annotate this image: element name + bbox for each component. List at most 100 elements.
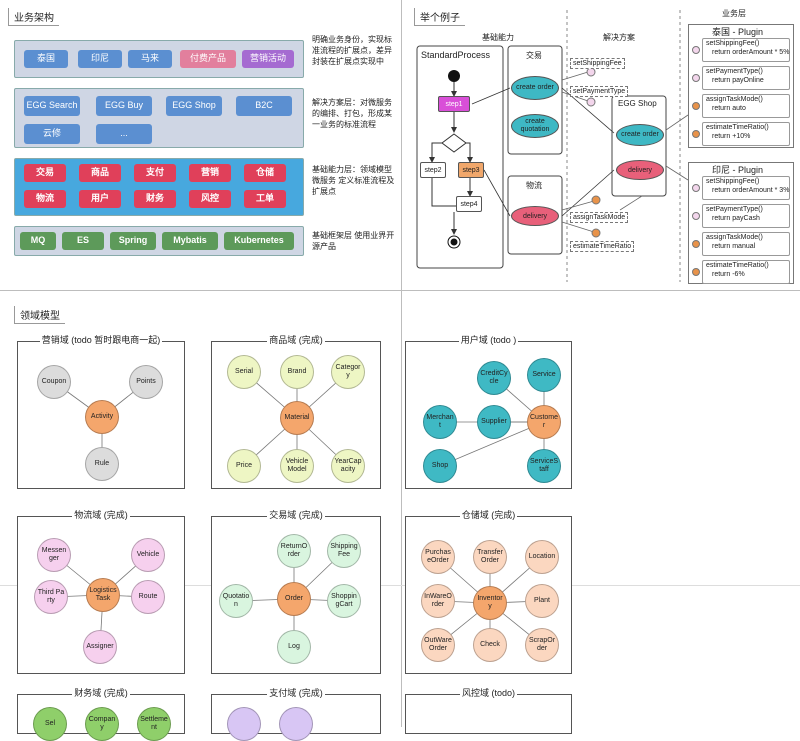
domain-node: PurchaseOrder (421, 540, 455, 574)
domain-center-node: Customer (527, 405, 561, 439)
domain-node: Coupon (37, 365, 71, 399)
thai_plugin-method: setPaymentType() (706, 68, 763, 75)
framework-chip: Mybatis (162, 232, 218, 250)
indo_plugin-ext-dot (692, 240, 700, 248)
indo_plugin-ext-dot (692, 268, 700, 276)
create-order-node: create order (511, 76, 559, 100)
thai_plugin-return: return +10% (712, 132, 751, 140)
framework-chip: Kubernetes (224, 232, 294, 250)
ext-point-shipping-fee: setShippingFee (570, 58, 625, 69)
thai_plugin-item: assignTaskMode()return auto (702, 94, 790, 118)
thai_plugin-method: assignTaskMode() (706, 96, 763, 103)
capability-chip: 财务 (134, 190, 176, 208)
domain-title: 用户域 (todo ) (406, 333, 571, 346)
domain-title-text: 商品域 (完成) (267, 335, 325, 345)
solution-chip: EGG Buy (96, 96, 152, 116)
domain-node: Route (131, 580, 165, 614)
indo_plugin-ext-dot (692, 212, 700, 220)
business-chip: 付费产品 (180, 50, 236, 68)
shop-delivery-node: delivery (616, 160, 664, 180)
framework-chip: ES (62, 232, 104, 250)
business-chip: 营销活动 (242, 50, 294, 68)
solution-chip: EGG Search (24, 96, 80, 116)
domain-node: Merchant (423, 405, 457, 439)
indo_plugin-ext-dot (692, 184, 700, 192)
architecture-title: 业务架构 (8, 8, 59, 26)
capability-chip: 物流 (24, 190, 66, 208)
thai_plugin-item: estimateTimeRatio()return +10% (702, 122, 790, 146)
domain-title: 风控域 (todo) (406, 686, 571, 699)
domain-node: Quotation (219, 584, 253, 618)
business-chip: 马来 (128, 50, 172, 68)
thai_plugin-method: estimateTimeRatio() (706, 124, 769, 131)
indo_plugin-return: return orderAmount * 3% (712, 186, 790, 194)
domain-node: OutWareOrder (421, 628, 455, 662)
domain-title: 交易域 (完成) (212, 508, 380, 521)
domain-node: Vehicle (131, 538, 165, 572)
capability-chip: 工单 (244, 190, 286, 208)
egg-shop-label: EGG Shop (618, 99, 657, 108)
logistics-label: 物流 (526, 181, 542, 190)
indo_plugin-return: return payCash (712, 214, 760, 222)
indo_plugin-item: assignTaskMode()return manual (702, 232, 790, 256)
business-chip: 印尼 (78, 50, 122, 68)
ext-point-payment-type: setPaymentType (570, 86, 629, 97)
domain-node: Third Party (34, 580, 68, 614)
domain-node: Location (525, 540, 559, 574)
capability-chip: 交易 (24, 164, 66, 182)
indo-plugin-title: 印尼 - Plugin (712, 165, 764, 175)
step2: step2 (420, 162, 446, 178)
domain-node (279, 707, 313, 741)
logistics-delivery-node: delivery (511, 206, 559, 226)
solution-chip: B2C (236, 96, 292, 116)
business-chip: 泰国 (24, 50, 68, 68)
capability-chip: 风控 (189, 190, 231, 208)
domain-center-node: Activity (85, 400, 119, 434)
horizontal-divider (0, 290, 800, 291)
domain-center-node: Order (277, 582, 311, 616)
domain-node: Messenger (37, 538, 71, 572)
solution-chip: EGG Shop (166, 96, 222, 116)
thai_plugin-ext-dot (692, 74, 700, 82)
domain-node: Serial (227, 355, 261, 389)
column-business: 业务层 (722, 9, 746, 18)
domain-title: 仓储域 (完成) (406, 508, 571, 521)
domain-node: Company (85, 707, 119, 741)
thai-plugin-title: 泰国 - Plugin (712, 27, 764, 37)
domain-title: 商品域 (完成) (212, 333, 380, 346)
domain-node: ScrapOrder (525, 628, 559, 662)
shop-create-order-node: create order (616, 124, 664, 146)
step1: step1 (438, 96, 470, 112)
domain-title: 物流域 (完成) (18, 508, 184, 521)
domain-title-text: 用户域 (todo ) (458, 335, 519, 345)
framework-chip: MQ (20, 232, 56, 250)
thai_plugin-ext-dot (692, 102, 700, 110)
framework-layer-note: 基础框架层 使用业界开源产品 (312, 231, 395, 251)
thai_plugin-return: return orderAmount * 5% (712, 48, 790, 56)
indo_plugin-method: estimateTimeRatio() (706, 262, 769, 269)
domain-node: Shop (423, 449, 457, 483)
create-quotation-node: create quotation (511, 114, 559, 138)
domain-node (227, 707, 261, 741)
thai_plugin-method: setShippingFee() (706, 40, 760, 47)
domain-box: 支付域 (完成) (211, 688, 381, 741)
horizontal-divider-faint (0, 585, 800, 586)
domain-title: 支付域 (完成) (212, 686, 380, 699)
indo_plugin-item: setShippingFee()return orderAmount * 3% (702, 176, 790, 200)
solution-chip: ... (96, 124, 152, 144)
thai_plugin-return: return payOnline (712, 76, 764, 84)
vertical-divider (401, 0, 402, 727)
capability-chip: 仓储 (244, 164, 286, 182)
indo_plugin-return: return manual (712, 242, 756, 250)
thai_plugin-ext-dot (692, 46, 700, 54)
solution-chip: 云修 (24, 124, 80, 144)
business-layer-note: 明确业务身份，实现标准流程的扩展点，差异封装在扩展点实现中 (312, 35, 392, 66)
thai_plugin-item: setPaymentType()return payOnline (702, 66, 790, 90)
thai_plugin-ext-dot (692, 130, 700, 138)
domain-node: Vehicle Model (280, 449, 314, 483)
domain-model-title: 领域模型 (14, 306, 65, 324)
